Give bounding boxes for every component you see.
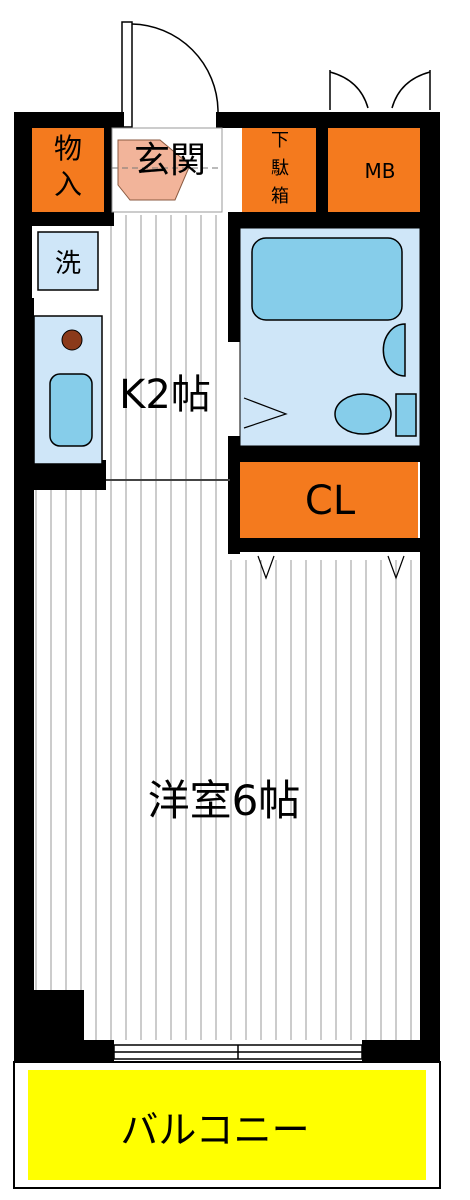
- meter-box-label: MB: [365, 159, 396, 183]
- balcony: [13, 1061, 441, 1189]
- storage-label-top: 物: [54, 132, 82, 165]
- entrance-tile: [117, 139, 191, 201]
- flooring-stripes: [35, 215, 412, 1040]
- entrance-door-icon: [121, 21, 219, 128]
- closet-fill: [240, 462, 418, 538]
- toilet-tank-icon: [395, 393, 417, 437]
- mb-door-icon: [329, 70, 431, 110]
- storage-room: [32, 128, 104, 212]
- shoe-box-label-3: 箱: [271, 186, 289, 207]
- kitchen-label: K2帖: [119, 372, 211, 418]
- meter-box: [328, 128, 420, 212]
- closet-label: CL: [305, 478, 356, 524]
- toilet-icon: [334, 393, 392, 435]
- shoe-box: [242, 128, 316, 212]
- kitchen-counter: [33, 315, 103, 465]
- storage-fill: [32, 128, 104, 212]
- bathtub-icon: [251, 237, 403, 321]
- storage-label-bottom: 入: [54, 168, 82, 201]
- balcony-label: バルコニー: [120, 1108, 309, 1152]
- washbasin-icon: [382, 323, 406, 377]
- balcony-fill: [28, 1070, 426, 1180]
- bathroom: [239, 227, 421, 447]
- washer-label: 洗: [55, 249, 81, 279]
- entrance-label: 玄関: [134, 140, 206, 181]
- balcony-window: [113, 1044, 363, 1060]
- entrance-area: [111, 127, 223, 213]
- western-room-label: 洋室6帖: [148, 776, 301, 825]
- stove-icon: [61, 329, 83, 351]
- sink-icon: [49, 373, 93, 447]
- washer-area: [32, 226, 106, 298]
- closet: [240, 462, 418, 580]
- shoe-box-fill: [242, 128, 316, 212]
- washer-fill: [37, 231, 99, 291]
- shoe-box-label-1: 下: [271, 130, 289, 151]
- walls: [14, 112, 440, 1062]
- shoe-box-label-2: 駄: [271, 158, 289, 179]
- bath-door-icon: [243, 397, 288, 429]
- meter-box-fill: [328, 128, 420, 212]
